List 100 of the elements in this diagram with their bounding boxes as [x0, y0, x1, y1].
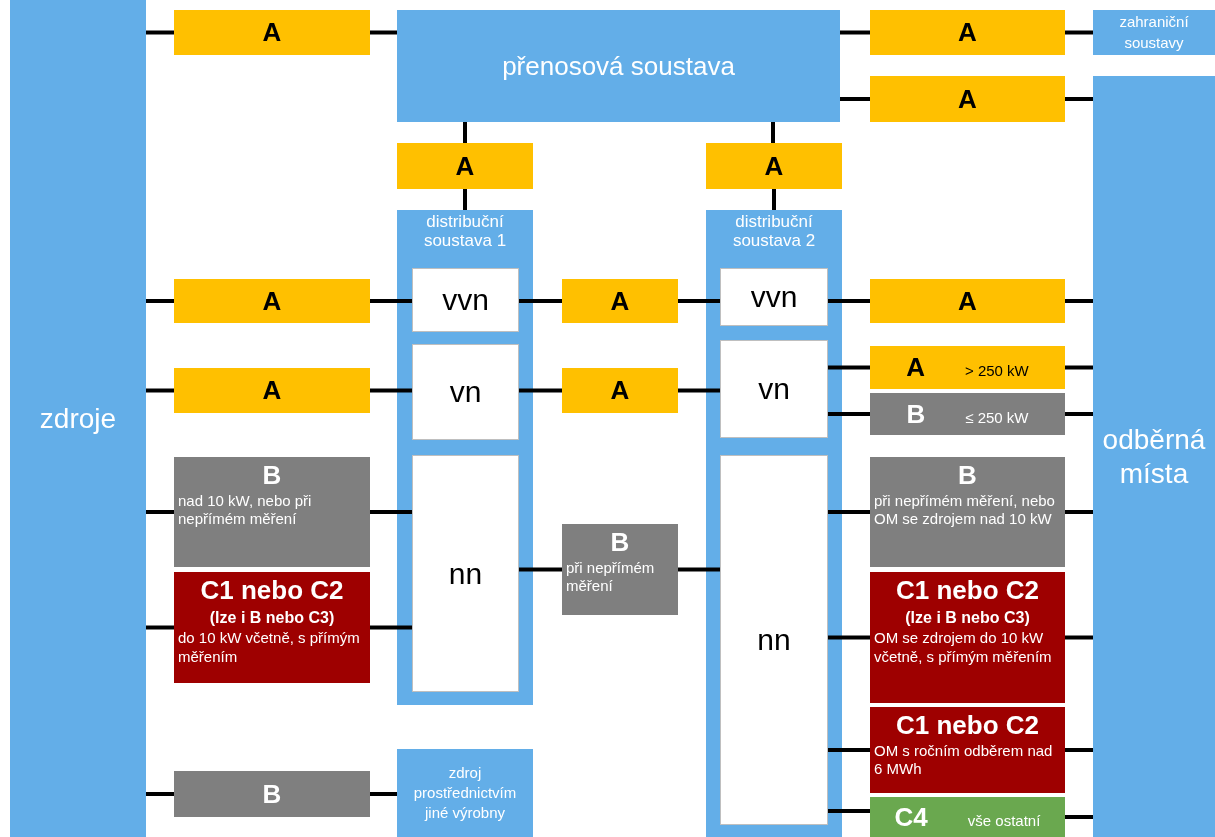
class-note: nad 10 kW, nebo při nepřímém měření [178, 491, 313, 529]
meter-class-box [174, 279, 370, 323]
meter-class-box [174, 572, 370, 683]
meter-class-box [870, 346, 1065, 389]
connector-line [1065, 635, 1093, 640]
class-note: OM s ročním odběrem nad 6 MWh [874, 741, 1054, 779]
class-letter: B [906, 398, 926, 430]
connector-line [828, 748, 870, 752]
class-letter: A [764, 149, 784, 183]
class-letter: A [958, 16, 977, 49]
system-box [397, 749, 533, 837]
connector-line [146, 388, 174, 393]
class-letter: B [609, 526, 631, 559]
voltage-level-label: vvn [750, 280, 798, 314]
system-box [397, 10, 840, 122]
connector-line [370, 30, 397, 35]
connector-line [370, 510, 412, 514]
meter-class-box [562, 368, 678, 413]
voltage-level-label: nn [757, 623, 791, 657]
class-letter: A [262, 374, 282, 407]
connector-line [828, 635, 870, 640]
class-letter: B [261, 459, 283, 492]
connector-line [370, 299, 412, 303]
meter-class-box [397, 143, 533, 189]
meter-class-box [174, 368, 370, 413]
connector-line [146, 299, 174, 303]
class-letter: B [262, 777, 282, 811]
class-letter: A [610, 284, 630, 318]
panel-title: distribuční soustava 1 [422, 213, 508, 251]
meter-class-box [870, 10, 1065, 55]
connector-line [519, 388, 562, 393]
system-box [1093, 10, 1215, 55]
connector-line [828, 510, 870, 514]
class-letter: A [262, 16, 282, 49]
voltage-level-box [412, 268, 519, 332]
meter-class-box [870, 707, 1065, 793]
connector-line [1065, 299, 1093, 303]
panel-title: zdroje [39, 401, 117, 436]
panel-title: odběrná místa [1101, 422, 1207, 491]
connector-line [828, 809, 870, 813]
connector-line [370, 388, 412, 393]
connector-line [1065, 510, 1093, 514]
class-letter: A [958, 284, 977, 318]
connector-line [146, 625, 174, 630]
meter-class-box [870, 797, 1065, 837]
meter-class-box [870, 279, 1065, 323]
connector-line [370, 792, 397, 796]
box-title: zahraniční soustavy [1118, 12, 1190, 53]
meter-class-box [562, 524, 678, 615]
box-title: zdroj prostřednictvím jiné výrobny [412, 762, 518, 824]
voltage-level-label: vvn [442, 283, 489, 317]
class-note: > 250 kW [965, 362, 1029, 379]
connector-line [463, 122, 467, 143]
class-letter: A [958, 82, 977, 116]
class-letter: B [957, 459, 978, 492]
meter-class-box [562, 279, 678, 323]
connector-line [146, 792, 174, 796]
connector-line [772, 189, 776, 210]
class-note: vše ostatní [967, 811, 1041, 829]
meter-class-box [706, 143, 842, 189]
voltage-level-box [720, 268, 828, 326]
connector-line [463, 189, 467, 210]
connector-line [1065, 412, 1093, 416]
class-letter: C1 nebo C2 [895, 709, 1040, 742]
class-letter: C4 [894, 801, 928, 833]
distribution-panel [397, 210, 533, 705]
system-panel [1093, 76, 1215, 837]
connector-line [1065, 97, 1093, 101]
connector-line [771, 122, 775, 143]
voltage-level-box [412, 344, 519, 440]
connector-line [828, 412, 870, 416]
class-note: OM se zdrojem do 10 kW včetně, s přímým měřením [874, 628, 1053, 667]
connector-line [678, 299, 720, 303]
meter-class-box [870, 572, 1065, 703]
class-letter: A [906, 352, 925, 383]
class-note: (lze i B nebo C3) [208, 607, 336, 628]
meter-class-box [870, 76, 1065, 122]
connector-line [146, 510, 174, 514]
connector-line [840, 97, 870, 101]
class-letter: A [262, 284, 282, 318]
distribution-panel [706, 210, 842, 837]
voltage-level-label: nn [448, 556, 483, 591]
connector-line [146, 30, 174, 35]
class-note: při nepřímém měření [566, 558, 656, 596]
voltage-level-box [720, 340, 828, 438]
connector-line [1065, 30, 1093, 35]
class-note: při nepřímém měření, nebo OM se zdrojem nad 10 kW [874, 491, 1056, 529]
meter-class-box [870, 393, 1065, 435]
connector-line [1065, 815, 1093, 819]
connector-line [1065, 748, 1093, 752]
class-letter: A [455, 149, 475, 183]
meter-class-box [870, 457, 1065, 567]
class-note: ≤ 250 kW [965, 408, 1029, 426]
voltage-level-box [412, 455, 519, 692]
meter-class-box [174, 10, 370, 55]
voltage-level-label: vn [449, 375, 482, 409]
class-note: (lze i B nebo C3) [904, 607, 1031, 628]
voltage-level-label: vn [758, 372, 790, 406]
connector-line [678, 567, 720, 572]
connector-line [1065, 365, 1093, 370]
